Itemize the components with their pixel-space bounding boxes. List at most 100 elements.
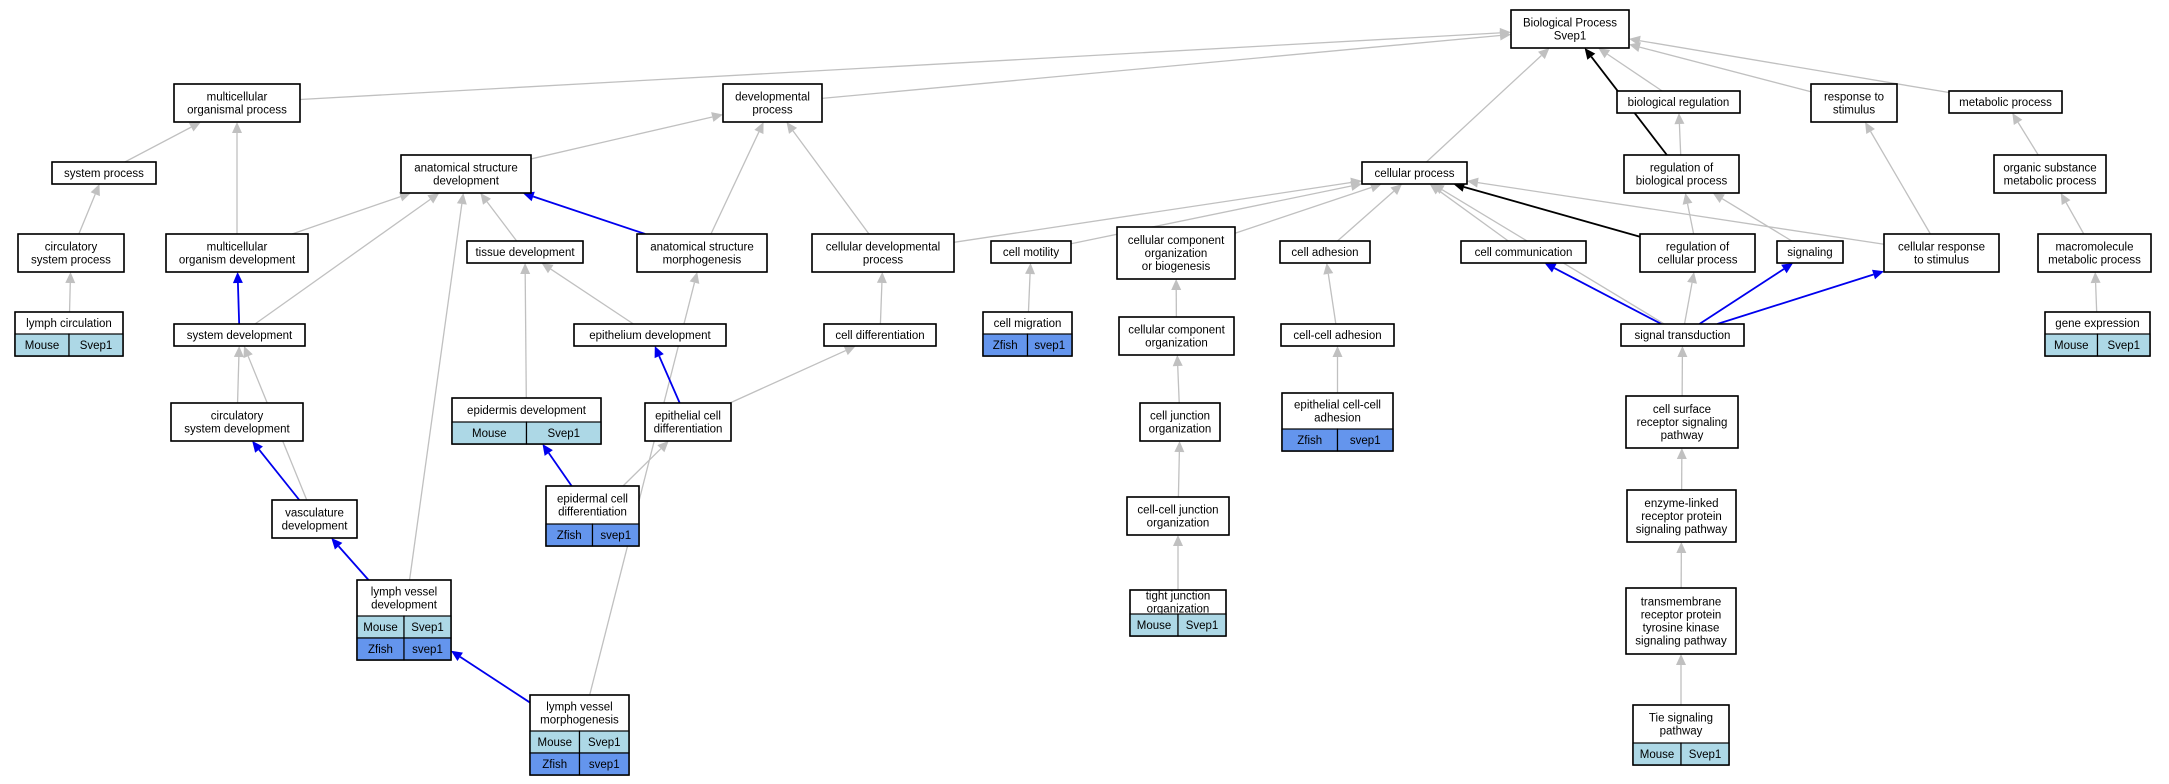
edge-crs-to-rts <box>1870 131 1931 235</box>
node-label-line: cell-cell adhesion <box>1293 330 1381 342</box>
node-label-line: multicellular <box>207 242 268 254</box>
node-box <box>1118 316 1235 356</box>
edge-arrowhead <box>876 272 887 284</box>
edge-arrowhead <box>232 272 243 284</box>
node-cm[interactable]: cell motility <box>990 240 1072 264</box>
edge-arrowhead <box>1712 193 1725 203</box>
edge-arrowhead <box>1172 355 1183 367</box>
node-sp[interactable]: system process <box>51 161 157 185</box>
node-ca[interactable]: cell adhesion <box>1279 240 1371 264</box>
edge-arrowhead <box>243 346 253 359</box>
node-st[interactable]: signal transduction <box>1620 323 1745 347</box>
node-label-line: transmembrane <box>1641 597 1722 609</box>
species-label: Zfish <box>557 530 582 542</box>
gene-label: Svep1 <box>1186 620 1219 632</box>
node-outline <box>173 323 306 347</box>
edge-st-to-cc <box>1553 267 1662 325</box>
edge-lvm-to-lvd <box>459 656 531 704</box>
edge-arrowhead <box>541 263 554 274</box>
node-outline <box>1460 240 1587 264</box>
edge-arrowhead <box>1467 177 1479 188</box>
node-box <box>1639 233 1756 273</box>
gene-label: svep1 <box>1034 340 1065 352</box>
node-cc[interactable]: cell communication <box>1460 240 1587 264</box>
node-sig[interactable]: signaling <box>1776 240 1844 264</box>
gene-label: Svep1 <box>411 622 444 634</box>
edge-sd-to-asd <box>254 198 431 325</box>
edge-lvd-to-vd <box>337 545 370 581</box>
edge-ge-to-mmp <box>2094 282 2098 313</box>
node-label-line: cellular component <box>1128 235 1225 247</box>
node-ed[interactable]: epithelium development <box>573 323 727 347</box>
node-td[interactable]: tissue development <box>466 240 584 264</box>
edge-ccjo-to-cjo <box>1177 451 1181 498</box>
node-outline <box>14 311 124 357</box>
species-label: Zfish <box>993 340 1018 352</box>
edge-arrowhead <box>711 112 723 122</box>
node-sd[interactable]: system development <box>173 323 306 347</box>
node-br[interactable]: biological regulation <box>1616 90 1741 114</box>
node-label-line: organization <box>1149 424 1212 436</box>
node-cp[interactable]: cellular process <box>1361 161 1468 185</box>
node-label-line: differentiation <box>654 424 723 436</box>
node-mp[interactable]: metabolic process <box>1948 90 2063 114</box>
edge-mmp-to-osmp <box>2065 202 2085 235</box>
node-label-line: cellular component <box>1128 325 1225 337</box>
edge-ccob-to-cp <box>1234 186 1372 234</box>
node-label-line: tyrosine kinase <box>1643 623 1720 635</box>
edge-td-to-asd <box>486 201 518 242</box>
node-cd[interactable]: cell differentiation <box>823 323 937 347</box>
node-label-line: tissue development <box>475 247 575 259</box>
node-outline <box>1625 395 1739 449</box>
node-label-line: organization <box>1145 338 1208 350</box>
node-box <box>1810 83 1898 123</box>
node-cca[interactable]: cell-cell adhesion <box>1280 323 1395 347</box>
species-label: Zfish <box>542 759 567 771</box>
species-label: Mouse <box>1640 749 1675 761</box>
node-outline <box>1139 402 1221 442</box>
edge-rcp-to-cp <box>1463 186 1641 238</box>
node-outline <box>811 233 955 273</box>
node-box <box>170 402 304 442</box>
node-outline <box>1623 154 1740 194</box>
node-label-line: or biogenesis <box>1142 261 1211 273</box>
edge-cp-to-bp <box>1425 54 1542 163</box>
node-label-line: receptor signaling <box>1637 417 1728 429</box>
edge-dp-to-bp <box>821 34 1501 100</box>
